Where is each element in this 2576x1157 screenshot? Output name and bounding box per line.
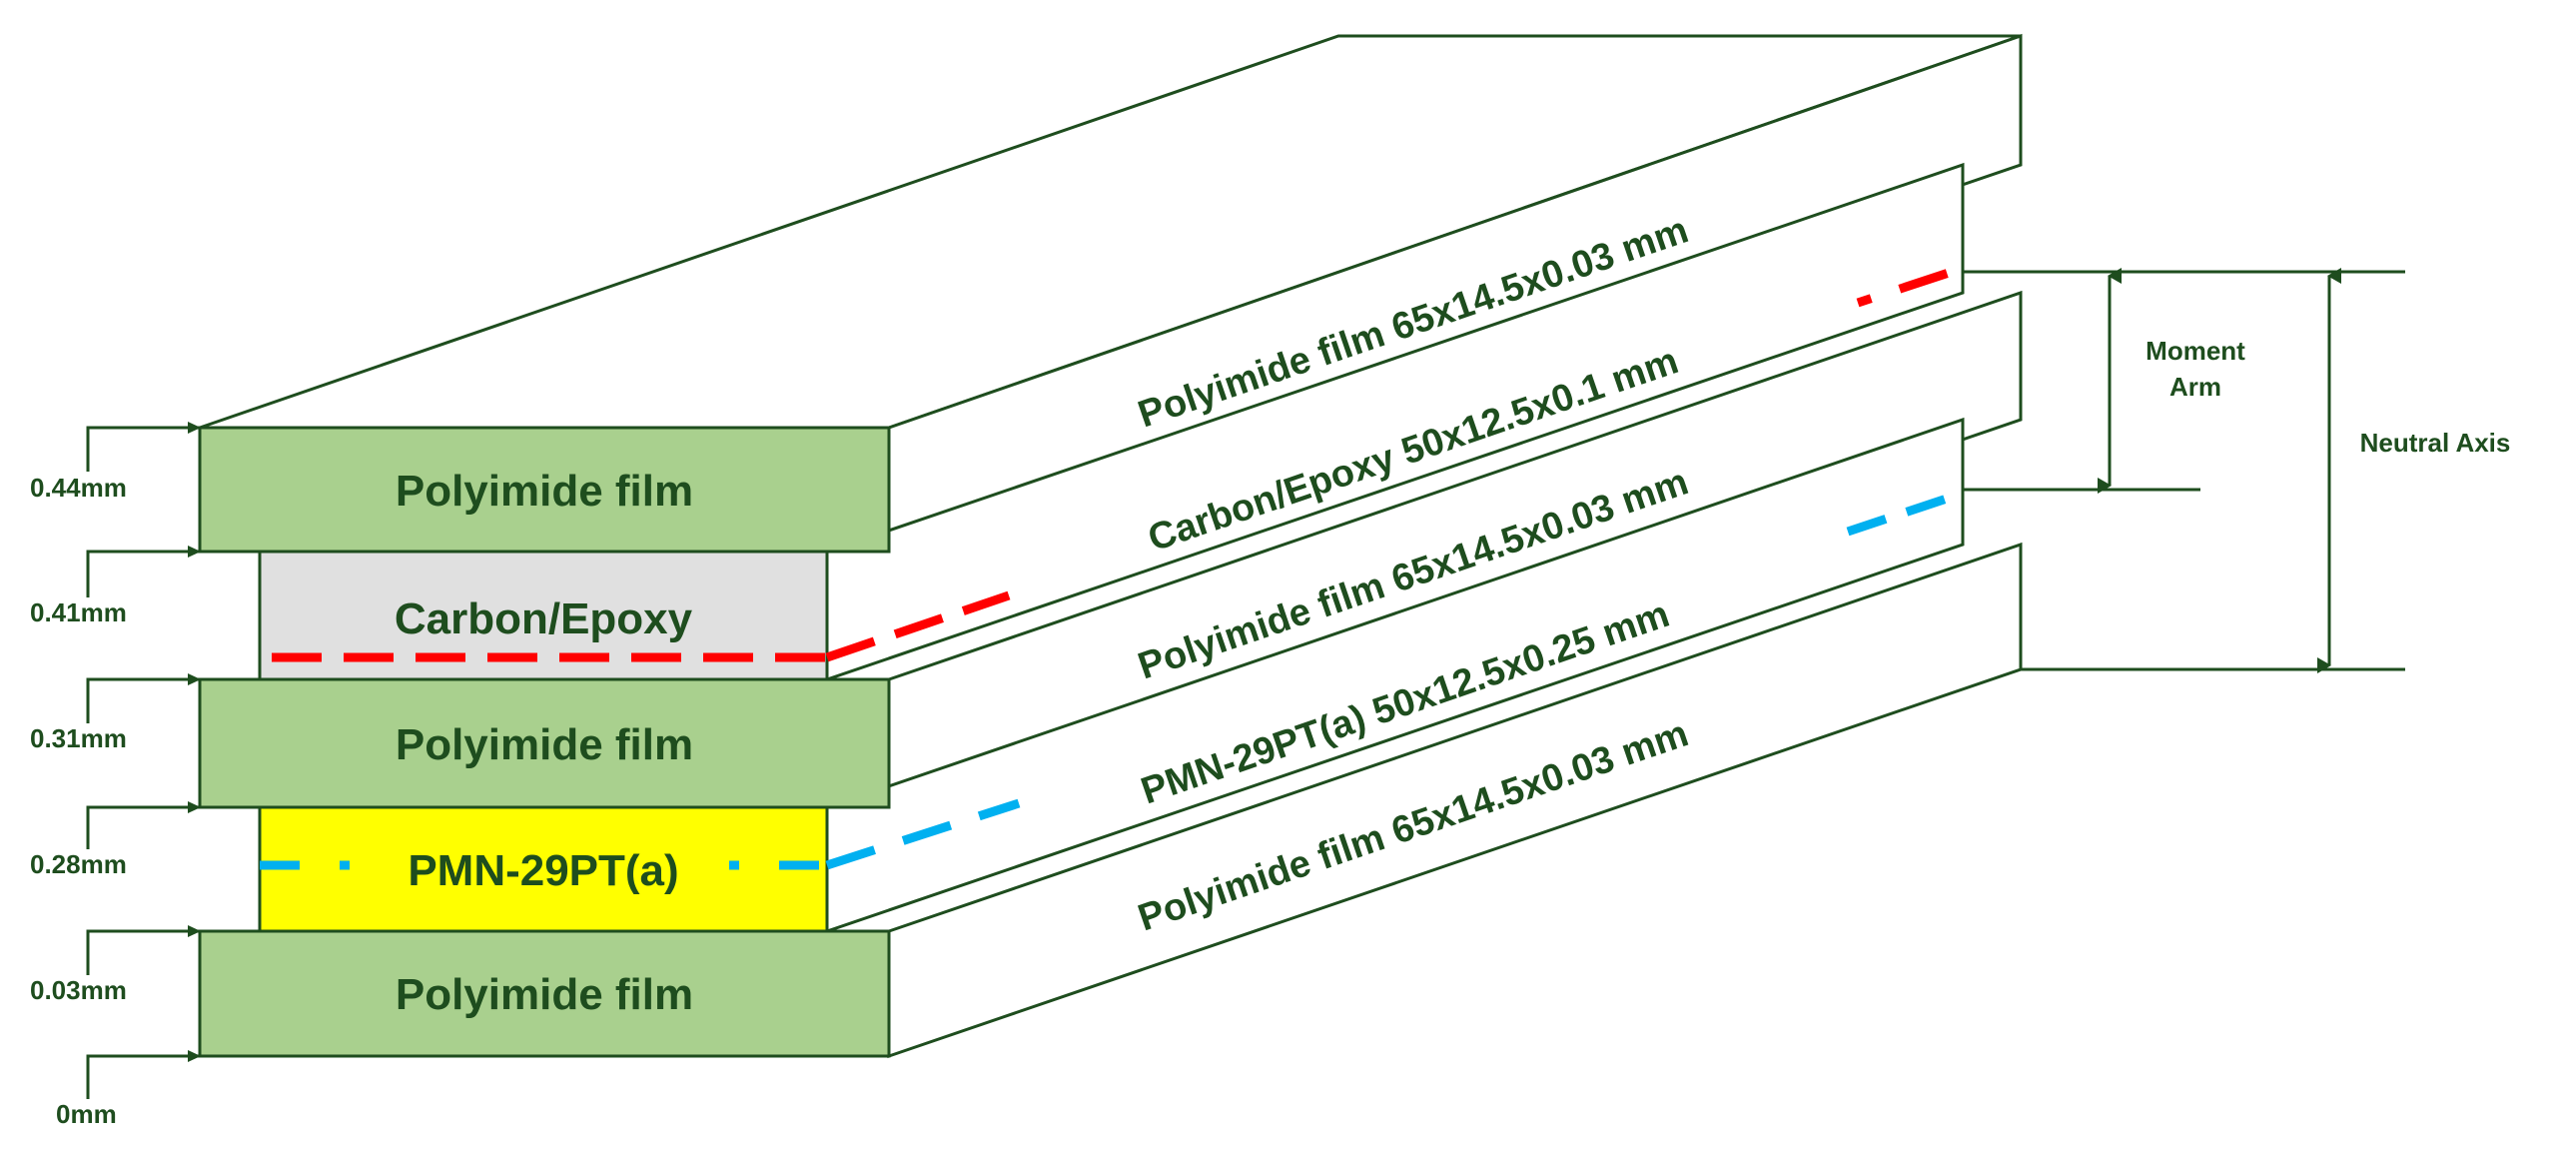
layer3-face-label: PMN-29PT(a) [408,846,678,895]
layer1-face-label: Carbon/Epoxy [395,594,693,643]
layer2-face-label: Polyimide film [396,720,693,769]
layer0-front-face [198,426,891,554]
neutral-axis-label: Neutral Axis [2360,428,2511,458]
thickness-label-0.28: 0.28mm [30,849,127,879]
thickness-label-0.31: 0.31mm [30,723,127,753]
layer0-face-label: Polyimide film [396,467,693,516]
layer2-front-face [198,677,891,809]
pmn-label-bg [385,839,702,895]
carbon-dash-line [272,265,1960,662]
layer4-front-face [198,929,891,1058]
thickness-label-0: 0mm [56,1099,117,1129]
layer4-face-label: Polyimide film [396,970,693,1019]
thickness-label-0.44: 0.44mm [30,473,127,503]
dimension-lines [1963,268,2405,673]
thickness-markers [86,422,201,1099]
thickness-label-0.41: 0.41mm [30,597,127,627]
thickness-label-0.03: 0.03mm [30,975,127,1005]
